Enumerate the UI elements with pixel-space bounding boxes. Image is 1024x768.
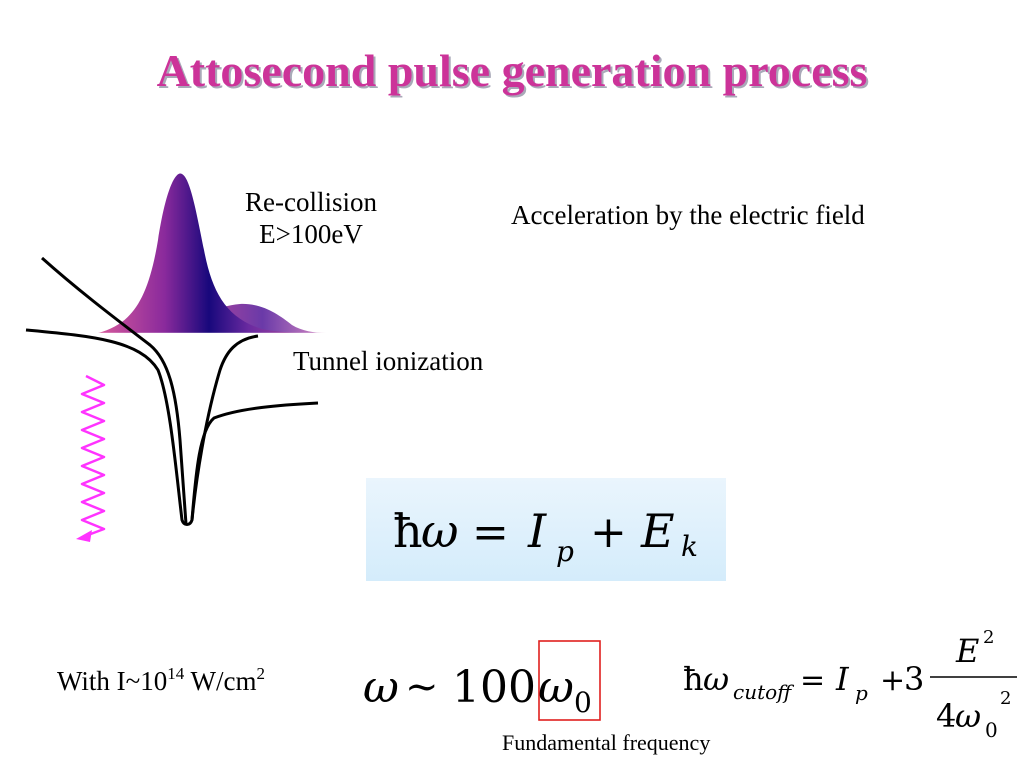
intensity-unit-exponent: 2 <box>256 664 266 683</box>
eq3-plus: + <box>880 663 905 698</box>
recollision-line-1: Re-collision <box>245 187 377 217</box>
eq1-I: I <box>527 504 547 558</box>
intensity-text: With I~1014 W/cm2 <box>57 665 265 697</box>
eq2-hundred: 100 <box>452 662 536 713</box>
fundamental-highlight-box <box>538 640 601 721</box>
wave-packet-peak <box>98 173 320 333</box>
potential-right-branch <box>190 401 319 521</box>
eq3-num-E: E <box>955 632 979 670</box>
eq1-plus: + <box>590 507 627 558</box>
acceleration-label: Acceleration by the electric field <box>511 200 865 230</box>
eq3-equals: = <box>800 663 825 698</box>
eq3-omega: ω <box>703 660 729 698</box>
recollision-label: Re-collision E>100eV <box>222 186 400 250</box>
eq2-omega0: ω <box>538 662 574 713</box>
electric-field-line <box>40 256 188 525</box>
eq3-sub-cutoff: cutoff <box>733 680 795 704</box>
tilted-potential-curve <box>25 328 259 526</box>
energy-conservation-equation: ħ ω = I p + E k <box>393 504 698 568</box>
eq3-hbar: ħ <box>683 660 704 698</box>
eq3-den-exp: 2 <box>1000 688 1011 709</box>
intensity-exponent: 14 <box>167 664 185 683</box>
eq3-three: 3 <box>904 660 924 698</box>
eq1-equals: = <box>472 507 509 558</box>
eq1-p: p <box>556 535 574 568</box>
eq1-omega: ω <box>421 504 459 558</box>
cutoff-energy-equation: ħ ω cutoff = I p + 3 E 2 4 ω 0 2 <box>683 627 1017 742</box>
eq3-num-exp: 2 <box>983 627 994 648</box>
eq1-E: E <box>640 504 675 558</box>
fundamental-frequency-label: Fundamental frequency <box>502 730 711 755</box>
eq1-k: k <box>681 530 698 563</box>
recollision-energy: E>100eV <box>259 219 363 249</box>
eq2-zero: 0 <box>574 686 592 719</box>
eq1-hbar: ħ <box>393 504 423 558</box>
eq3-I: I <box>835 660 850 698</box>
energy-equation-box <box>366 478 726 581</box>
eq2-tilde: ~ <box>405 664 439 710</box>
eq3-den-sub: 0 <box>985 718 998 742</box>
laser-wave-icon <box>80 374 106 537</box>
intensity-unit: W/cm <box>184 666 257 696</box>
intensity-prefix: With I~10 <box>57 666 168 696</box>
tunnel-ionization-label: Tunnel ionization <box>293 346 484 376</box>
laser-arrow-icon <box>76 530 92 542</box>
slide-title: Attosecond pulse generation process <box>156 45 868 96</box>
eq3-den-four: 4 <box>936 697 956 735</box>
eq3-den-omega: ω <box>955 697 981 735</box>
frequency-equation: ω ~ 100 ω 0 <box>363 662 592 719</box>
eq2-omega: ω <box>363 662 399 713</box>
eq3-p: p <box>855 681 868 705</box>
